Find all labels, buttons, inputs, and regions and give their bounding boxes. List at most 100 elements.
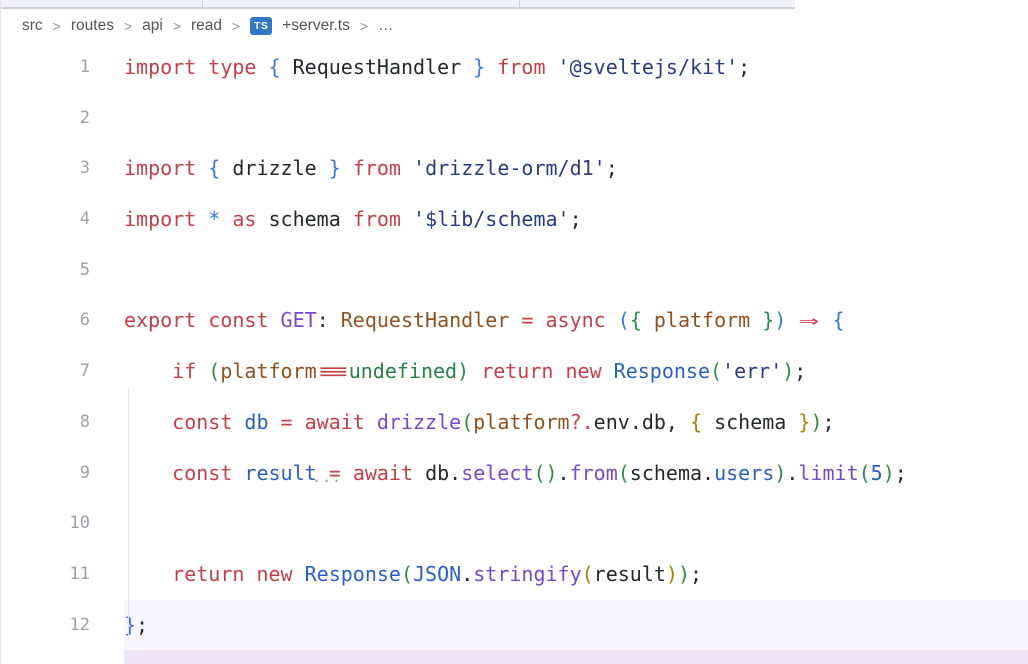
- code-line-7[interactable]: 7 if (platform≡undefined) return new Res…: [0, 346, 1028, 397]
- tab-1[interactable]: [0, 0, 203, 7]
- breadcrumb-item[interactable]: read: [191, 16, 223, 34]
- code-token: ): [457, 359, 482, 384]
- code-token: (: [400, 561, 414, 586]
- below-band-fill: [124, 650, 1028, 664]
- breadcrumb: src>routes>api>read> TS +server.ts > …: [0, 9, 1028, 42]
- code-token: }: [124, 612, 137, 637]
- tab-3[interactable]: [520, 0, 794, 7]
- folded-code-hint[interactable]: ···: [312, 472, 343, 490]
- code-token: '@sveltejs/kit': [557, 55, 739, 79]
- code-line-8[interactable]: 8 const db = await drizzle(platform?.env…: [0, 396, 1028, 448]
- line-number[interactable]: 10: [0, 498, 124, 549]
- code-line-12[interactable]: 12};: [0, 599, 1028, 651]
- code-token: RequestHandler: [340, 308, 522, 333]
- code-content[interactable]: [124, 245, 1028, 296]
- code-token: ;: [605, 156, 618, 181]
- code-token: (: [709, 359, 723, 384]
- code-token: schema: [714, 409, 799, 434]
- window-left-border: [0, 0, 1, 664]
- code-line-9[interactable]: 9 const result = await db.select().from(…: [0, 447, 1028, 499]
- breadcrumb-overflow[interactable]: …: [378, 16, 394, 34]
- code-token: {: [690, 409, 715, 434]
- breadcrumb-separator: >: [232, 17, 241, 34]
- code-token: Response: [613, 359, 710, 384]
- line-number[interactable]: 3: [0, 143, 124, 195]
- code-token: ): [774, 460, 787, 485]
- code-token: 5: [870, 460, 883, 485]
- code-token: .: [557, 460, 570, 485]
- code-token: from: [352, 156, 414, 181]
- code-token: drizzle: [376, 409, 462, 434]
- code-token: }: [762, 308, 775, 333]
- code-token: (: [581, 561, 594, 586]
- code-content[interactable]: };: [124, 599, 1028, 651]
- line-number[interactable]: 6: [0, 295, 124, 347]
- code-token: .: [461, 561, 474, 586]
- tab-2[interactable]: [203, 0, 520, 7]
- code-token: ,: [665, 409, 690, 434]
- code-content[interactable]: [124, 498, 1028, 549]
- breadcrumb-item[interactable]: routes: [70, 16, 114, 34]
- code-token: ;: [690, 561, 703, 586]
- breadcrumb-separator: >: [123, 17, 133, 34]
- breadcrumb-item[interactable]: src: [22, 16, 43, 34]
- code-content[interactable]: if (platform≡undefined) return new Respo…: [124, 346, 1028, 397]
- code-line-11[interactable]: 11 return new Response(JSON.stringify(re…: [0, 548, 1028, 600]
- gutter-empty: [0, 650, 124, 664]
- code-token: users: [714, 460, 775, 485]
- code-token: GET: [280, 308, 317, 333]
- code-token: schema.: [629, 460, 715, 485]
- code-token: ): [677, 561, 690, 586]
- code-content[interactable]: [124, 93, 1028, 144]
- code-token: db: [244, 409, 281, 434]
- code-token: [124, 461, 172, 485]
- code-token: env.db: [593, 409, 666, 434]
- line-number[interactable]: 5: [0, 244, 124, 296]
- code-token: ;: [738, 55, 751, 79]
- line-number[interactable]: 1: [0, 42, 124, 93]
- code-content[interactable]: import { drizzle } from 'drizzle-orm/d1'…: [124, 143, 1028, 194]
- line-number[interactable]: 2: [0, 92, 124, 144]
- code-line-5[interactable]: 5: [0, 244, 1028, 296]
- code-token: const: [172, 460, 245, 485]
- code-token: (: [617, 460, 630, 485]
- code-line-10[interactable]: 10: [0, 498, 1028, 549]
- code-content[interactable]: const db = await drizzle(platform?.env.d…: [124, 397, 1028, 448]
- code-content[interactable]: const result = await db.select().from(sc…: [124, 448, 1028, 499]
- breadcrumb-separator: >: [359, 17, 369, 34]
- code-token: ?.: [569, 409, 594, 434]
- line-number[interactable]: 12: [0, 599, 124, 651]
- breadcrumb-file-name[interactable]: +server.ts: [282, 16, 350, 34]
- code-content[interactable]: import type { RequestHandler } from '@sv…: [124, 42, 1028, 93]
- code-token: .: [786, 460, 799, 485]
- typescript-file-icon: TS: [250, 16, 273, 35]
- code-token: ): [882, 460, 895, 485]
- code-token: import: [124, 55, 209, 79]
- indent-guide: [128, 388, 129, 641]
- line-number[interactable]: 7: [0, 346, 124, 397]
- line-number[interactable]: 4: [0, 194, 124, 245]
- code-line-2[interactable]: 2: [0, 92, 1028, 144]
- line-number[interactable]: 11: [0, 548, 124, 600]
- code-token: ;: [822, 409, 835, 434]
- code-token: ): [774, 308, 799, 333]
- code-token: 'drizzle-orm/d1': [413, 156, 606, 181]
- code-content[interactable]: import * as schema from '$lib/schema';: [124, 194, 1028, 245]
- code-token: [124, 359, 172, 383]
- code-token: ;: [136, 612, 149, 637]
- code-content[interactable]: export const GET: RequestHandler = async…: [124, 295, 1028, 346]
- code-token: JSON: [413, 561, 462, 586]
- code-token: }: [798, 409, 811, 434]
- breadcrumb-item[interactable]: api: [142, 16, 163, 34]
- code-token: select: [461, 460, 534, 485]
- code-content[interactable]: return new Response(JSON.stringify(resul…: [124, 549, 1028, 600]
- line-number[interactable]: 8: [0, 396, 124, 448]
- code-token: ): [782, 359, 795, 384]
- code-token: [124, 410, 172, 434]
- line-number[interactable]: 9: [0, 447, 124, 499]
